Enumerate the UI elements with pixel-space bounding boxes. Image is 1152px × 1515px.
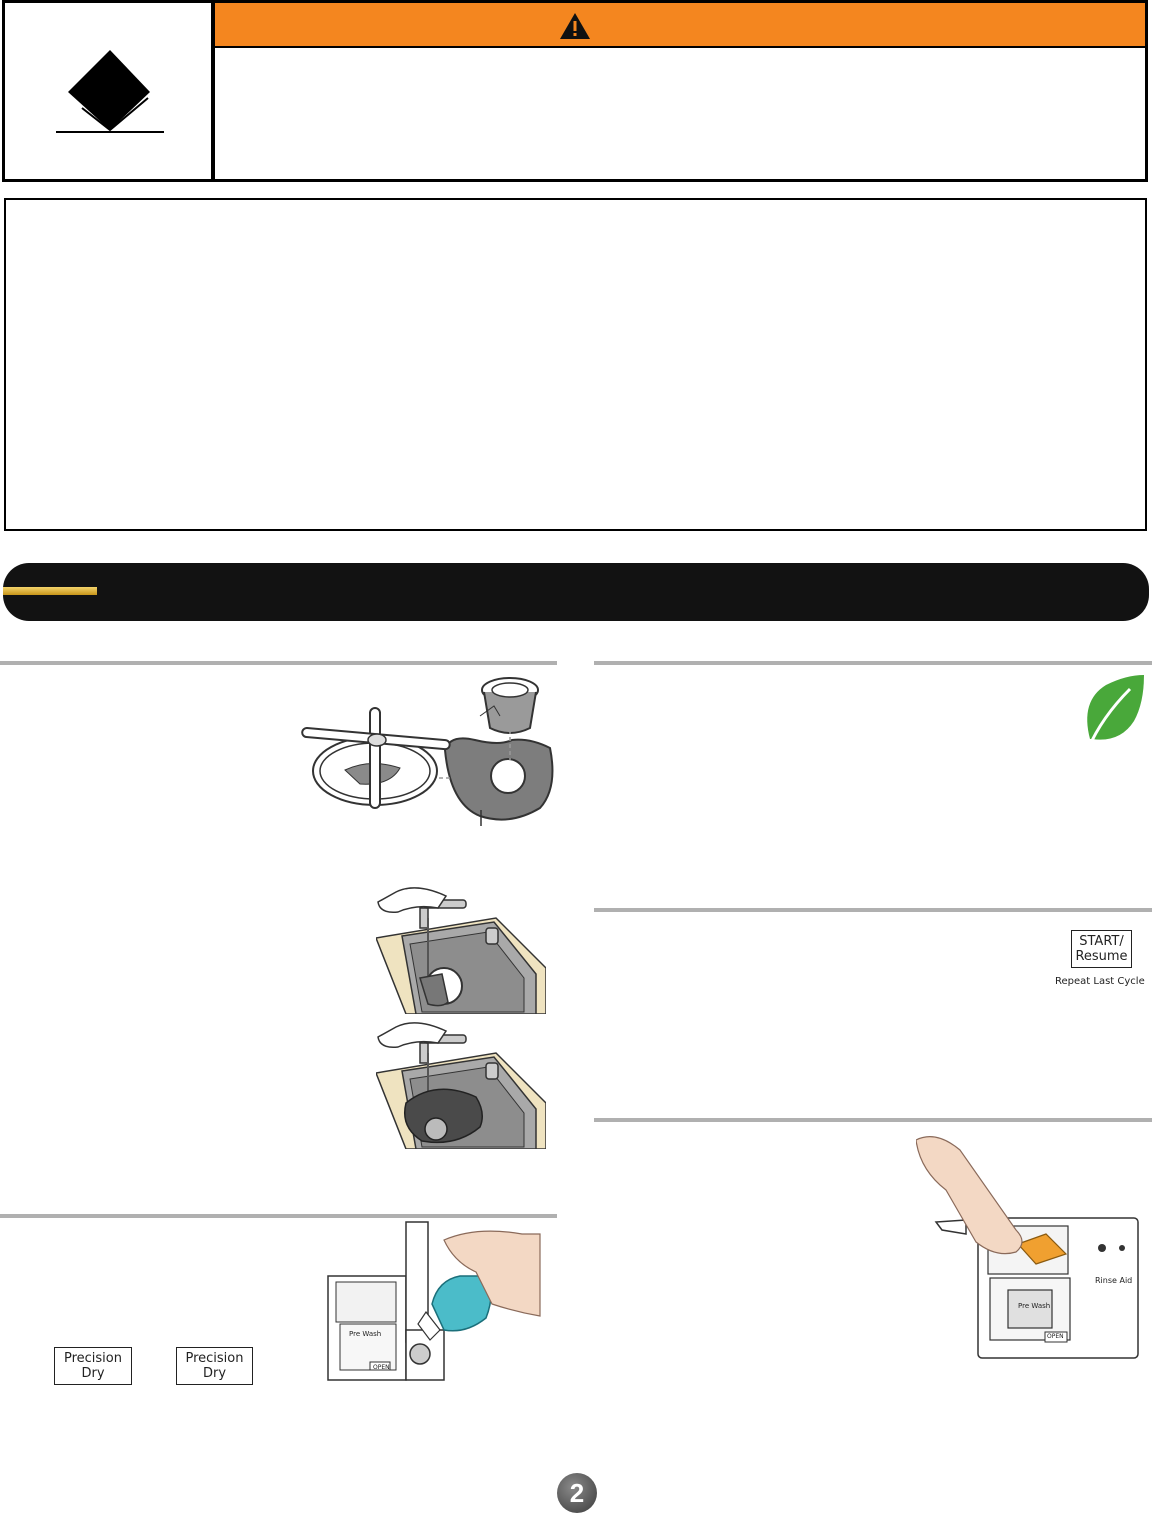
precision-dry-2-line2: Dry	[202, 1366, 227, 1381]
tip-diamond-icon	[56, 50, 164, 133]
precision-dry-2-line1: Precision	[185, 1351, 244, 1366]
rinse-aid-prewash-label: Pre Wash	[349, 1330, 382, 1338]
dispenser-open-label: OPEN	[1047, 1333, 1064, 1340]
notice-box	[4, 198, 1147, 531]
leaf-icon	[1086, 675, 1144, 750]
section-rule-rinse-aid	[0, 1214, 557, 1218]
dispenser-rinse-aid-label: Rinse Aid	[1095, 1276, 1133, 1285]
sink-rinse-upper-filter-illustration	[376, 887, 546, 1014]
section-title-bar	[3, 563, 1149, 621]
section-rule-efficiency	[594, 661, 1152, 665]
precision-dry-1-line1: Precision	[63, 1351, 122, 1366]
sink-rinse-lower-filter-illustration	[376, 1022, 546, 1149]
warning-divider	[211, 0, 215, 182]
section-rule-detergent	[594, 1118, 1152, 1122]
repeat-last-cycle-label: Repeat Last Cycle	[1055, 976, 1145, 987]
section-rule-start	[594, 908, 1152, 912]
dispenser-prewash-label: Pre Wash	[1018, 1302, 1051, 1310]
warning-band	[215, 3, 1145, 48]
precision-dry-button-2[interactable]: Precision Dry	[176, 1347, 253, 1385]
start-resume-line2: Resume	[1075, 949, 1128, 964]
section-rule-filter	[0, 661, 557, 665]
start-resume-line1: START/	[1079, 934, 1124, 949]
filter-assembly-illustration	[301, 677, 554, 826]
precision-dry-button-1[interactable]: Precision Dry	[54, 1347, 132, 1385]
start-resume-button[interactable]: START/ Resume	[1071, 930, 1132, 968]
rinse-aid-fill-illustration	[327, 1221, 541, 1381]
rinse-aid-open-label: OPEN	[373, 1364, 390, 1371]
detergent-dispenser-illustration	[916, 1136, 1139, 1359]
warning-box	[2, 0, 1148, 182]
gold-accent-strip	[3, 587, 97, 595]
warning-triangle-icon	[560, 13, 590, 39]
page-number: 2	[557, 1473, 597, 1513]
precision-dry-1-line2: Dry	[81, 1366, 105, 1381]
